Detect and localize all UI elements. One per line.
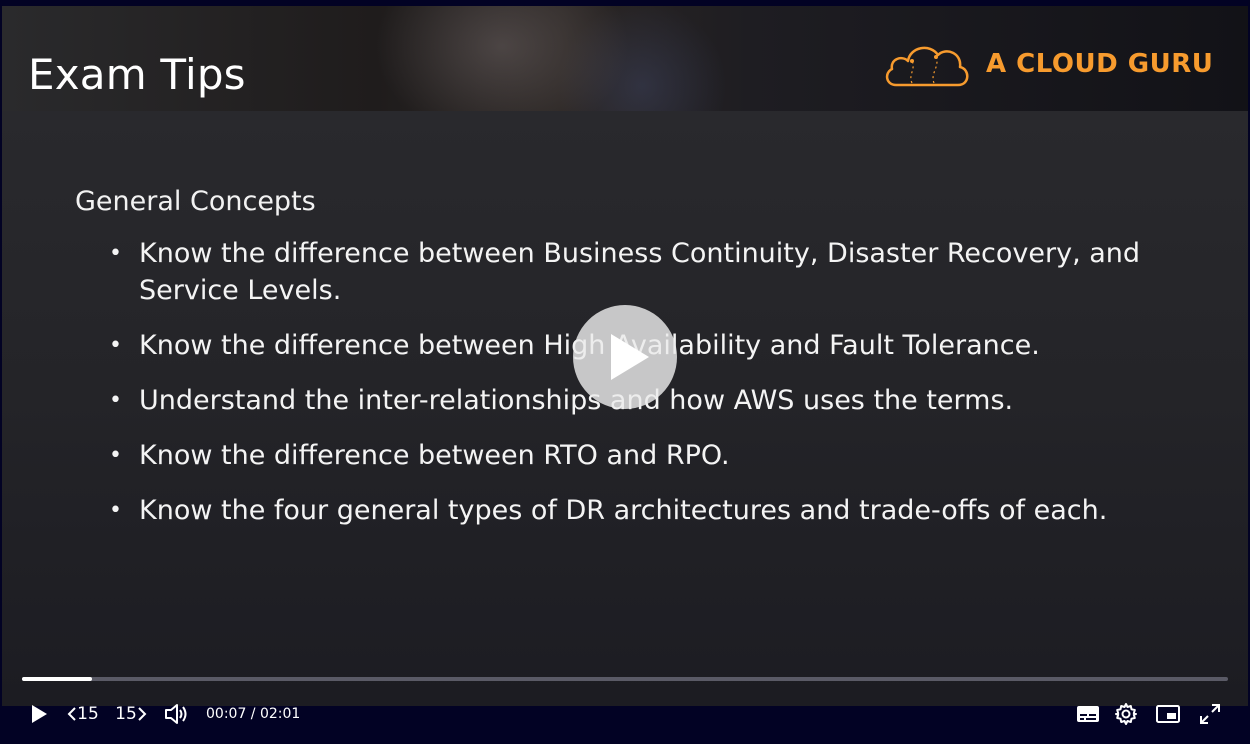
play-icon xyxy=(611,334,649,380)
current-time: 00:07 xyxy=(206,706,247,722)
progress-fill xyxy=(22,677,92,681)
play-icon xyxy=(32,705,47,723)
duration: 02:01 xyxy=(259,706,301,722)
cloud-logo-icon xyxy=(885,46,969,87)
section-title: General Concepts xyxy=(75,186,316,217)
volume-button[interactable] xyxy=(162,696,192,732)
list-item: • Understand the inter-relationships and … xyxy=(109,382,1195,419)
bullet-glyph: • xyxy=(109,498,122,523)
rewind-label: 15 xyxy=(77,704,99,724)
time-separator: / xyxy=(246,706,260,722)
gear-icon xyxy=(1115,703,1137,725)
bullet-glyph: • xyxy=(109,443,122,468)
list-item: • Know the four general types of DR archi… xyxy=(109,492,1195,529)
bullet-text: Know the four general types of DR archit… xyxy=(139,495,1108,526)
brand-logo: A CLOUD GURU xyxy=(882,34,1213,94)
picture-in-picture-button[interactable] xyxy=(1154,696,1182,732)
fullscreen-icon xyxy=(1200,704,1220,724)
settings-button[interactable] xyxy=(1112,696,1140,732)
fullscreen-button[interactable] xyxy=(1196,696,1224,732)
bullet-glyph: • xyxy=(109,241,122,266)
bullet-text: Know the difference between RTO and RPO. xyxy=(139,440,730,471)
play-button[interactable] xyxy=(24,696,54,732)
bullet-glyph: • xyxy=(109,388,122,413)
bullet-glyph: • xyxy=(109,333,122,358)
video-frame[interactable]: Exam Tips A CLOUD GURU General Concepts … xyxy=(2,6,1248,706)
control-bar: 15 15 00:07 / 02:01 xyxy=(0,668,1250,744)
picture-in-picture-icon xyxy=(1156,705,1180,723)
captions-icon xyxy=(1077,706,1099,722)
center-play-button[interactable] xyxy=(573,305,677,409)
chevron-left-icon xyxy=(67,707,76,721)
list-item: • Know the difference between RTO and RPO… xyxy=(109,437,1195,474)
forward-15-button[interactable]: 15 xyxy=(112,696,150,732)
progress-bar[interactable] xyxy=(22,677,1228,681)
bullet-text: Know the difference between Business Con… xyxy=(139,238,1141,306)
forward-label: 15 xyxy=(115,704,137,724)
rewind-15-button[interactable]: 15 xyxy=(64,696,102,732)
control-row: 15 15 00:07 / 02:01 xyxy=(0,696,1250,732)
chevron-right-icon xyxy=(138,707,147,721)
slide-header: Exam Tips A CLOUD GURU xyxy=(2,6,1248,111)
time-display: 00:07 / 02:01 xyxy=(206,696,300,732)
slide-title: Exam Tips xyxy=(28,50,246,99)
bullet-text: Understand the inter-relationships and h… xyxy=(139,385,1014,416)
list-item: • Know the difference between Business Co… xyxy=(109,235,1195,309)
brand-name: A CLOUD GURU xyxy=(986,49,1214,79)
captions-button[interactable] xyxy=(1074,696,1102,732)
volume-icon xyxy=(165,704,187,724)
